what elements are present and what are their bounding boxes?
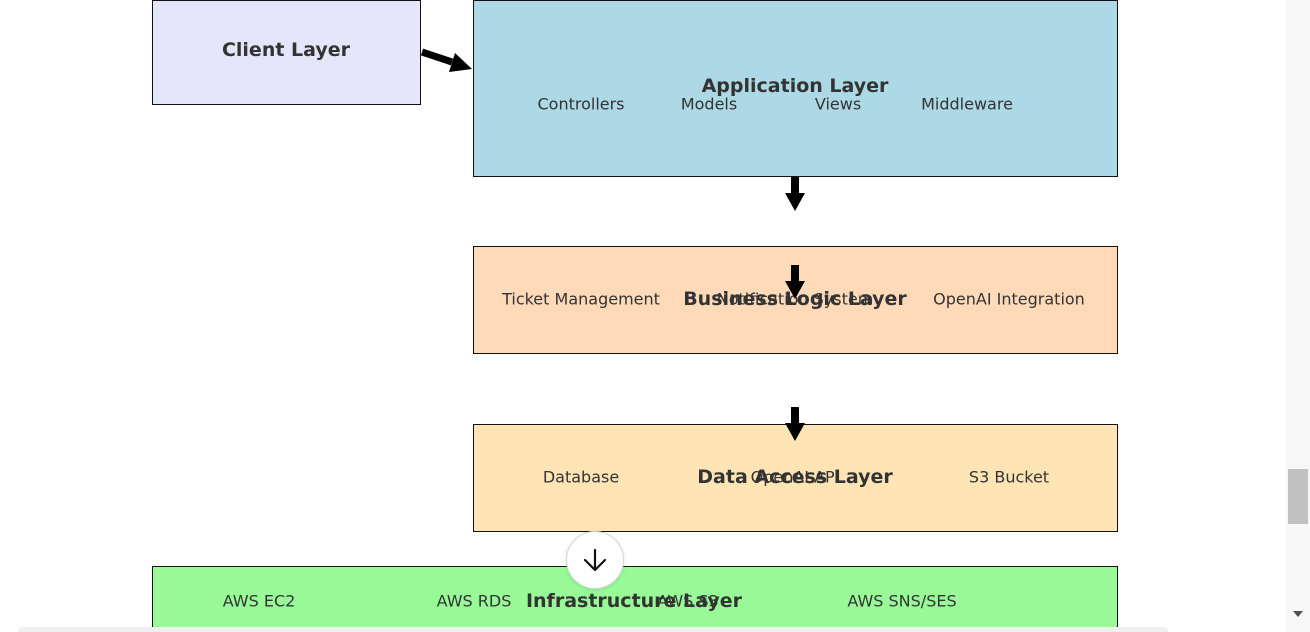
component-views: Views <box>814 94 862 114</box>
component-aws-s3: AWS S3 <box>657 591 719 611</box>
business-logic-layer-box <box>473 246 1118 354</box>
application-layer-title: Application Layer <box>701 75 889 97</box>
data-access-layer-box <box>473 424 1118 532</box>
scrollbar-down-button[interactable] <box>1286 604 1310 624</box>
vertical-scrollbar[interactable] <box>1286 0 1310 632</box>
scroll-to-bottom-button[interactable] <box>566 531 624 589</box>
application-layer-box <box>473 0 1118 177</box>
component-database: Database <box>542 467 620 487</box>
component-notification-system: Notification System <box>716 289 874 309</box>
component-aws-ec2: AWS EC2 <box>222 591 296 611</box>
triangle-down-icon <box>1293 611 1303 617</box>
scrollbar-thumb[interactable] <box>1288 469 1308 524</box>
infrastructure-layer-box <box>152 566 1118 632</box>
component-models: Models <box>680 94 738 114</box>
data-access-layer-title: Data Access Layer <box>697 466 893 488</box>
component-controllers: Controllers <box>537 94 625 114</box>
component-openai-integration: OpenAI Integration <box>933 289 1085 309</box>
arrow-client-to-application <box>420 48 472 72</box>
component-ticket-management: Ticket Management <box>502 289 660 309</box>
client-layer-box <box>152 0 421 105</box>
client-layer-title: Client Layer <box>221 39 351 61</box>
input-area-edge <box>18 627 1168 632</box>
arrow-application-to-business <box>785 177 805 211</box>
business-logic-layer-title: Business Logic Layer <box>683 288 907 310</box>
arrow-down-icon <box>583 548 607 572</box>
component-openai-api: OpenAI API <box>750 467 840 487</box>
component-s3-bucket: S3 Bucket <box>968 467 1050 487</box>
component-aws-rds: AWS RDS <box>436 591 512 611</box>
component-middleware: Middleware <box>921 94 1013 114</box>
component-aws-sns-ses: AWS SNS/SES <box>847 591 957 611</box>
infrastructure-layer-title: Infrastructure Layer <box>525 590 743 612</box>
